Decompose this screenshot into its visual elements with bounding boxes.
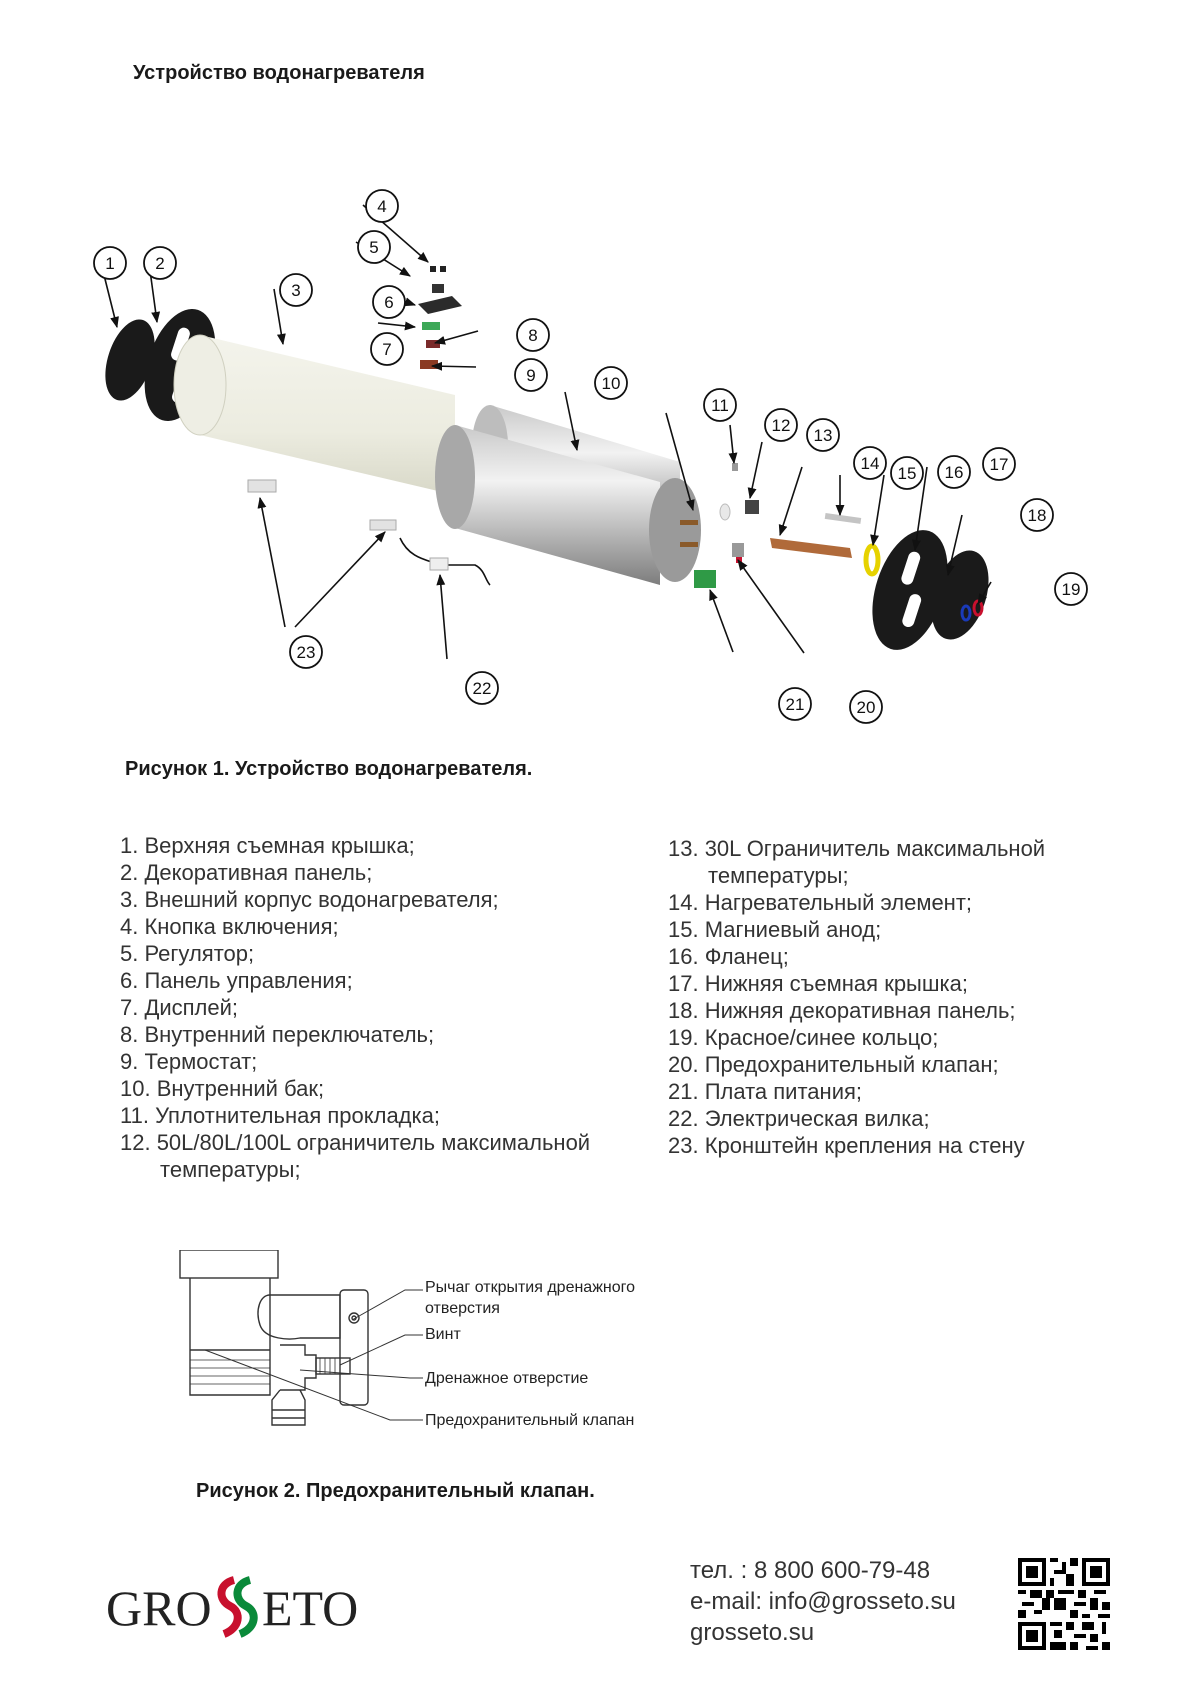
part-item: 23. Кронштейн крепления на стену bbox=[668, 1133, 1025, 1158]
top-cover-part bbox=[105, 319, 155, 401]
qr-code-icon bbox=[1018, 1558, 1110, 1650]
figure-2-caption: Рисунок 2. Предохранительный клапан. bbox=[196, 1480, 595, 1502]
svg-text:14: 14 bbox=[861, 454, 880, 473]
callout-1: 1 bbox=[93, 246, 127, 280]
svg-text:20: 20 bbox=[857, 698, 876, 717]
callout-3: 3 bbox=[279, 273, 313, 307]
part-item: 8. Внутренний переключатель; bbox=[120, 1022, 435, 1047]
leader-lines bbox=[100, 204, 992, 660]
svg-text:21: 21 bbox=[786, 695, 805, 714]
contact-phone[interactable]: тел. : 8 800 600-79-48 bbox=[690, 1557, 931, 1584]
contact-site[interactable]: grosseto.su bbox=[690, 1619, 815, 1646]
svg-text:22: 22 bbox=[473, 679, 492, 698]
svg-text:12: 12 bbox=[772, 416, 791, 435]
callout-18: 18 bbox=[1020, 498, 1054, 532]
svg-text:11: 11 bbox=[711, 396, 729, 415]
part-item: 14. Нагревательный элемент; bbox=[668, 890, 973, 915]
svg-text:9: 9 bbox=[526, 366, 535, 385]
bottom-cover-parts bbox=[872, 530, 989, 650]
plug-and-bracket-parts bbox=[247, 479, 491, 586]
callout-7: 7 bbox=[370, 332, 404, 366]
callout-23: 23 bbox=[289, 635, 323, 669]
grosseto-logo: GRO ETO bbox=[106, 1576, 358, 1638]
callout-9: 9 bbox=[514, 358, 548, 392]
valve-label: Предохранительный клапан bbox=[425, 1412, 635, 1429]
callout-11: 11 bbox=[703, 388, 737, 422]
part-item: 5. Регулятор; bbox=[120, 941, 255, 966]
outer-shell-part bbox=[173, 334, 455, 495]
svg-text:17: 17 bbox=[990, 455, 1009, 474]
part-item: 7. Дисплей; bbox=[120, 995, 239, 1020]
callout-12: 12 bbox=[764, 408, 798, 442]
part-item: 12. 50L/80L/100L ограничитель максимальн… bbox=[120, 1130, 591, 1182]
part-item: 20. Предохранительный клапан; bbox=[668, 1052, 999, 1077]
callout-6: 6 bbox=[372, 285, 406, 319]
svg-text:23: 23 bbox=[297, 643, 316, 662]
figure-1-caption: Рисунок 1. Устройство водонагревателя. bbox=[125, 758, 533, 780]
svg-text:2: 2 bbox=[155, 254, 164, 273]
svg-text:18: 18 bbox=[1028, 506, 1047, 525]
svg-text:7: 7 bbox=[382, 340, 391, 359]
callout-16: 16 bbox=[937, 455, 971, 489]
callout-17: 17 bbox=[982, 447, 1016, 481]
svg-text:3: 3 bbox=[291, 281, 300, 300]
drain-label: Дренажное отверстие bbox=[425, 1370, 589, 1387]
callout-5: 5 bbox=[357, 230, 391, 264]
svg-text:5: 5 bbox=[369, 238, 378, 257]
screw-label: Винт bbox=[425, 1326, 461, 1343]
safety-valve-diagram: Рычаг открытия дренажного отверстия Винт… bbox=[179, 1250, 636, 1429]
tank-fittings-parts bbox=[719, 463, 881, 577]
svg-text:15: 15 bbox=[898, 464, 917, 483]
part-item: 1. Верхняя съемная крышка; bbox=[120, 833, 415, 858]
part-item: 4. Кнопка включения; bbox=[120, 914, 339, 939]
callout-15: 15 bbox=[890, 456, 924, 490]
exploded-view-diagram: 1 2 3 4 5 6 7 8 9 10 11 12 13 14 15 16 1… bbox=[93, 189, 1088, 724]
callout-21: 21 bbox=[778, 687, 812, 721]
part-item: 22. Электрическая вилка; bbox=[668, 1106, 930, 1131]
part-item: 3. Внешний корпус водонагревателя; bbox=[120, 887, 499, 912]
callout-13: 13 bbox=[806, 418, 840, 452]
lever-label: Рычаг открытия дренажного отверстия bbox=[425, 1279, 636, 1317]
parts-list-left: 1. Верхняя съемная крышка; 2. Декоративн… bbox=[120, 832, 660, 1183]
svg-text:10: 10 bbox=[602, 374, 621, 393]
parts-list-right: 13. 30L Ограничитель максимальной темпер… bbox=[668, 835, 1108, 1159]
part-item: 21. Плата питания; bbox=[668, 1079, 863, 1104]
part-item: 18. Нижняя декоративная панель; bbox=[668, 998, 1016, 1023]
part-item: 6. Панель управления; bbox=[120, 968, 353, 993]
svg-text:16: 16 bbox=[945, 463, 964, 482]
svg-text:4: 4 bbox=[377, 197, 386, 216]
part-item: 13. 30L Ограничитель максимальной темпер… bbox=[668, 836, 1046, 888]
svg-text:8: 8 bbox=[528, 326, 537, 345]
callout-14: 14 bbox=[853, 446, 887, 480]
part-item: 2. Декоративная панель; bbox=[120, 860, 373, 885]
part-item: 9. Термостат; bbox=[120, 1049, 258, 1074]
svg-text:6: 6 bbox=[384, 293, 393, 312]
valve-and-power-board-parts bbox=[694, 543, 744, 588]
contact-email[interactable]: e-mail: info@grosseto.su bbox=[690, 1588, 956, 1615]
svg-text:1: 1 bbox=[105, 254, 114, 273]
control-panel-parts bbox=[418, 266, 462, 369]
contacts-block: тел. : 8 800 600-79-48 e-mail: info@gros… bbox=[690, 1555, 956, 1648]
part-item: 11. Уплотнительная прокладка; bbox=[120, 1103, 440, 1128]
callout-20: 20 bbox=[849, 690, 883, 724]
svg-text:19: 19 bbox=[1062, 580, 1081, 599]
callout-10: 10 bbox=[594, 366, 628, 400]
part-item: 17. Нижняя съемная крышка; bbox=[668, 971, 968, 996]
svg-text:13: 13 bbox=[814, 426, 833, 445]
inner-tank-part bbox=[435, 405, 701, 585]
callout-2: 2 bbox=[143, 246, 177, 280]
callout-4: 4 bbox=[365, 189, 399, 223]
callout-19: 19 bbox=[1054, 572, 1088, 606]
part-item: 19. Красное/синее кольцо; bbox=[668, 1025, 939, 1050]
svg-text:GRO: GRO bbox=[106, 1580, 212, 1636]
callout-22: 22 bbox=[465, 671, 499, 705]
part-item: 16. Фланец; bbox=[668, 944, 789, 969]
part-item: 15. Магниевый анод; bbox=[668, 917, 882, 942]
callout-8: 8 bbox=[516, 318, 550, 352]
page-heading: Устройство водонагревателя bbox=[133, 62, 425, 84]
part-item: 10. Внутренний бак; bbox=[120, 1076, 325, 1101]
svg-text:ETO: ETO bbox=[262, 1580, 358, 1636]
